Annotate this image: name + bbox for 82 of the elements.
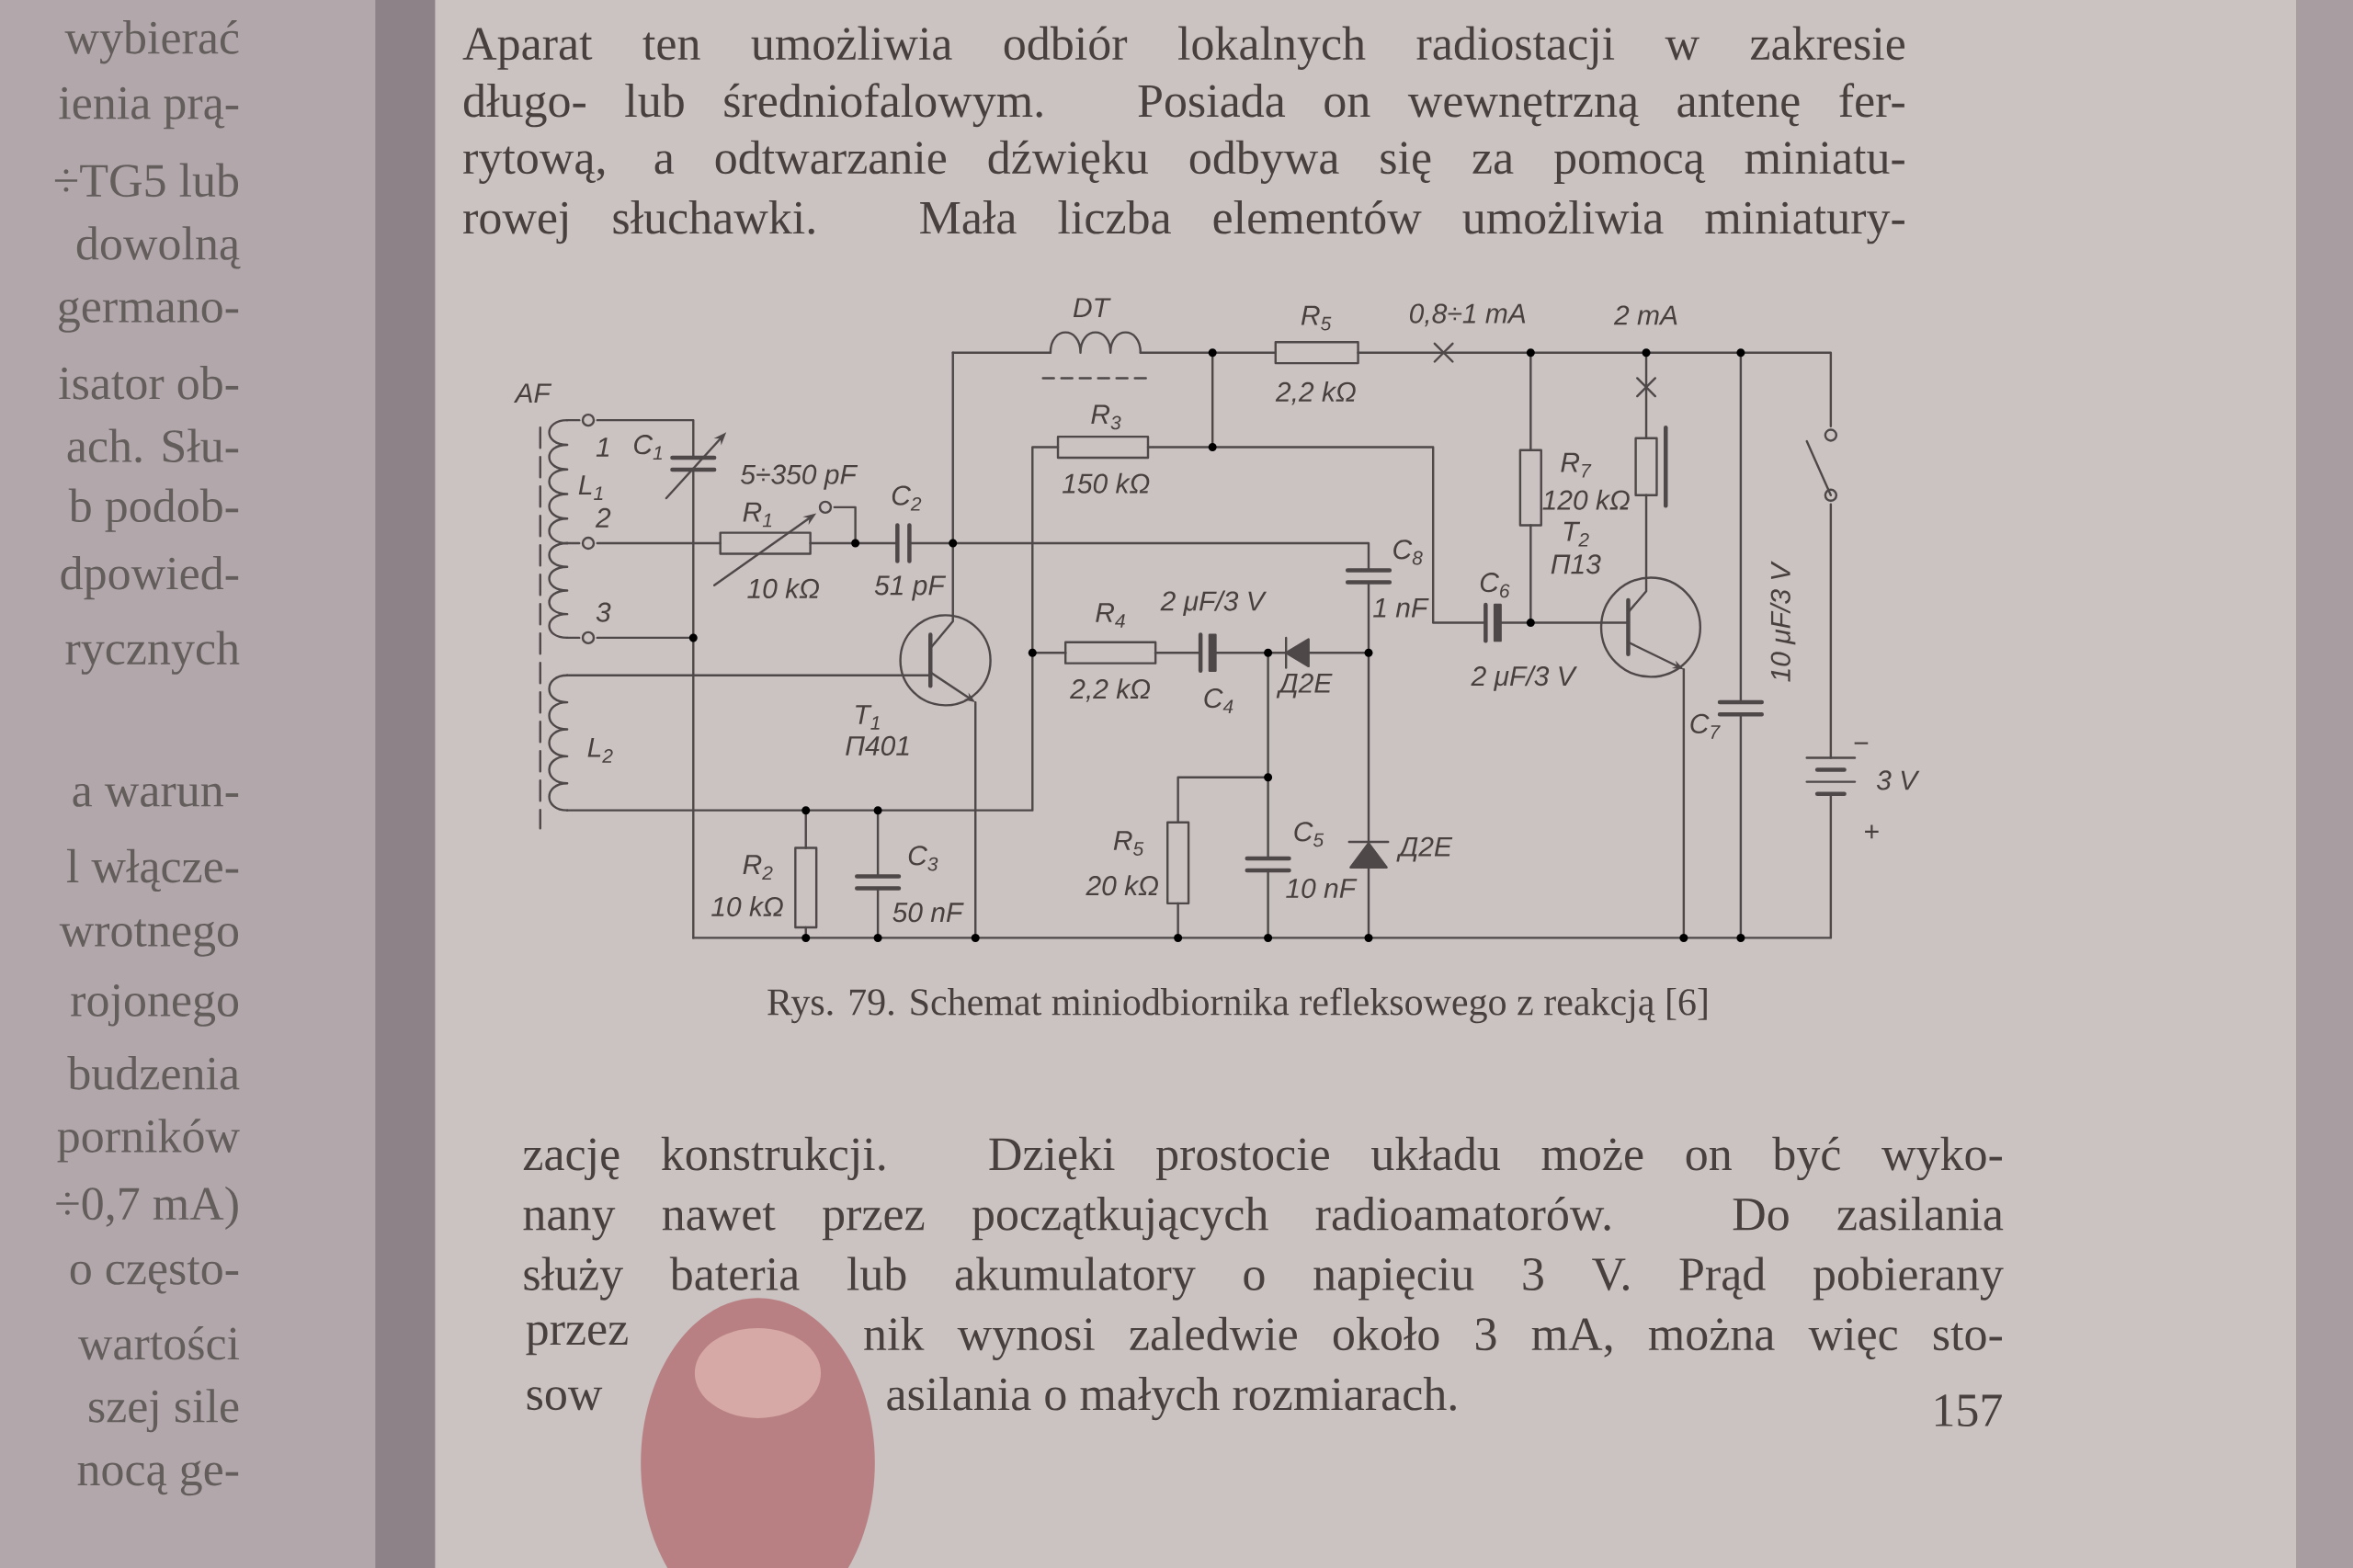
component-label: R$_{1}$ (743, 502, 772, 528)
component-label: R$_{2}$ (743, 855, 773, 881)
component-label: R$_{7}$ (1561, 452, 1592, 478)
left-page-text: ÷0,7 mA) (56, 1186, 238, 1230)
left-page-text: rojonego (71, 984, 239, 1027)
component-label: Д2Е (1276, 673, 1333, 699)
component-label: L$_{1}$ (578, 475, 603, 500)
left-page-text: germano- (59, 297, 239, 333)
component-label: 10 kΩ (711, 896, 783, 917)
component-label: R$_{5}$ (1301, 305, 1332, 331)
body-text-line: nany nawet przez początkujących radioamatorów. Do zasilania (523, 1197, 2004, 1241)
left-page-text: ienia prą- (59, 86, 239, 130)
body-text-line: długo- lub średniofalowym. Posiada on wewnętrzną antenę fer- (463, 83, 1904, 128)
component-label: C$_{2}$ (892, 485, 922, 511)
component-label: 10 nF (1286, 878, 1358, 899)
left-page-text: rycznych (65, 631, 240, 675)
left-page-text: l włącze- (66, 848, 239, 892)
component-label: Д2Е (1396, 836, 1453, 862)
component-label: C$_{4}$ (1204, 688, 1233, 713)
component-label: C$_{5}$ (1294, 822, 1324, 847)
component-label: C$_{8}$ (1393, 540, 1423, 565)
component-label: 5÷350 pF (741, 464, 858, 490)
left-page-text: szej sile (89, 1389, 239, 1433)
left-page-text: isator ob- (59, 366, 239, 400)
body-text-line: zację konstrukcji. Dzięki prostocie układu może on być wyko- (523, 1136, 2002, 1181)
body-text-line: służy bateria lub akumulatory o napięciu 3 V. Prąd pobierany (524, 1256, 2004, 1301)
component-label: 2 mA (1613, 305, 1677, 325)
left-page-text: porników (57, 1119, 240, 1163)
component-label: C$_{3}$ (908, 846, 938, 871)
component-label: 2 (595, 507, 611, 528)
left-page-text: ÷TG5 lub (54, 163, 239, 198)
page-number: 157 (1936, 1394, 2002, 1427)
component-label: 50 nF (892, 903, 964, 923)
component-label: 1 nF (1373, 597, 1429, 618)
body-text-line: Aparat ten umożliwia odbiór lokalnych radiostacji w zakresie (462, 26, 1904, 70)
component-label: 150 kΩ (1062, 472, 1150, 494)
body-text-line: asilania o małych rozmiarach. (887, 1377, 1456, 1421)
component-label: + (1865, 824, 1879, 839)
left-page-text: o często- (70, 1257, 239, 1294)
component-label: T$_{2}$ (1563, 521, 1589, 547)
body-text-line: nik wynosi zaledwie około 3 mA, można więc sto- (864, 1316, 2002, 1360)
component-label: 3 (596, 602, 611, 622)
component-label: 3 V (1876, 770, 1920, 790)
left-page-text: wartości (77, 1325, 240, 1360)
component-label: П401 (846, 735, 909, 756)
left-page-text: wrotnego (59, 919, 239, 957)
component-label: 1 (596, 437, 609, 457)
left-page-text: nocą ge- (77, 1460, 239, 1496)
component-label: T$_{1}$ (856, 705, 880, 730)
left-page-text: wybierać (64, 20, 239, 64)
left-page-text: a warun- (73, 783, 239, 807)
component-label: − (1854, 742, 1869, 744)
left-page-text: dpowied- (61, 556, 239, 600)
body-text-line: rytową, a odtwarzanie dźwięku odbywa się za pomocą miniatu- (463, 140, 1904, 185)
component-label: L$_{2}$ (587, 738, 613, 763)
figure-caption: Rys. 79. Schemat miniodbiornika refleksowego z reakcją [6] (767, 987, 1707, 1024)
component-label: 10 kΩ (747, 578, 819, 599)
component-label: C$_{6}$ (1480, 573, 1510, 598)
left-page-text: b podob- (68, 488, 239, 532)
component-label: 10 μF/3 V (1769, 561, 1796, 682)
component-label: C$_{1}$ (634, 435, 662, 460)
component-label: П13 (1551, 554, 1601, 574)
component-label: AF (513, 383, 552, 403)
component-label: R$_{4}$ (1096, 603, 1125, 628)
component-label: 20 kΩ (1086, 875, 1158, 896)
left-page-text: budzenia (67, 1056, 240, 1090)
component-label: 51 pF (874, 575, 947, 601)
body-text-line: rowej słuchawki. Mała liczba elementów umożliwia miniatury- (463, 199, 1904, 244)
body-text-line: sow (527, 1387, 603, 1411)
component-label: C$_{7}$ (1690, 713, 1721, 739)
left-page-text: ach. Słu- (67, 428, 239, 463)
component-label: 120 kΩ (1542, 489, 1630, 510)
component-label: 2,2 kΩ (1070, 678, 1151, 702)
component-label: R$_{5}$ (1113, 831, 1144, 856)
body-text-line: przez (526, 1322, 628, 1356)
component-label: DT (1073, 298, 1111, 317)
left-page-text: dowolną (76, 226, 241, 269)
component-label: 2,2 kΩ (1275, 381, 1356, 405)
component-label: 2 μF/3 V (1471, 665, 1578, 691)
component-label: 2 μF/3 V (1160, 590, 1267, 617)
component-label: 0,8÷1 mA (1409, 303, 1526, 327)
component-label: R$_{3}$ (1091, 404, 1121, 430)
